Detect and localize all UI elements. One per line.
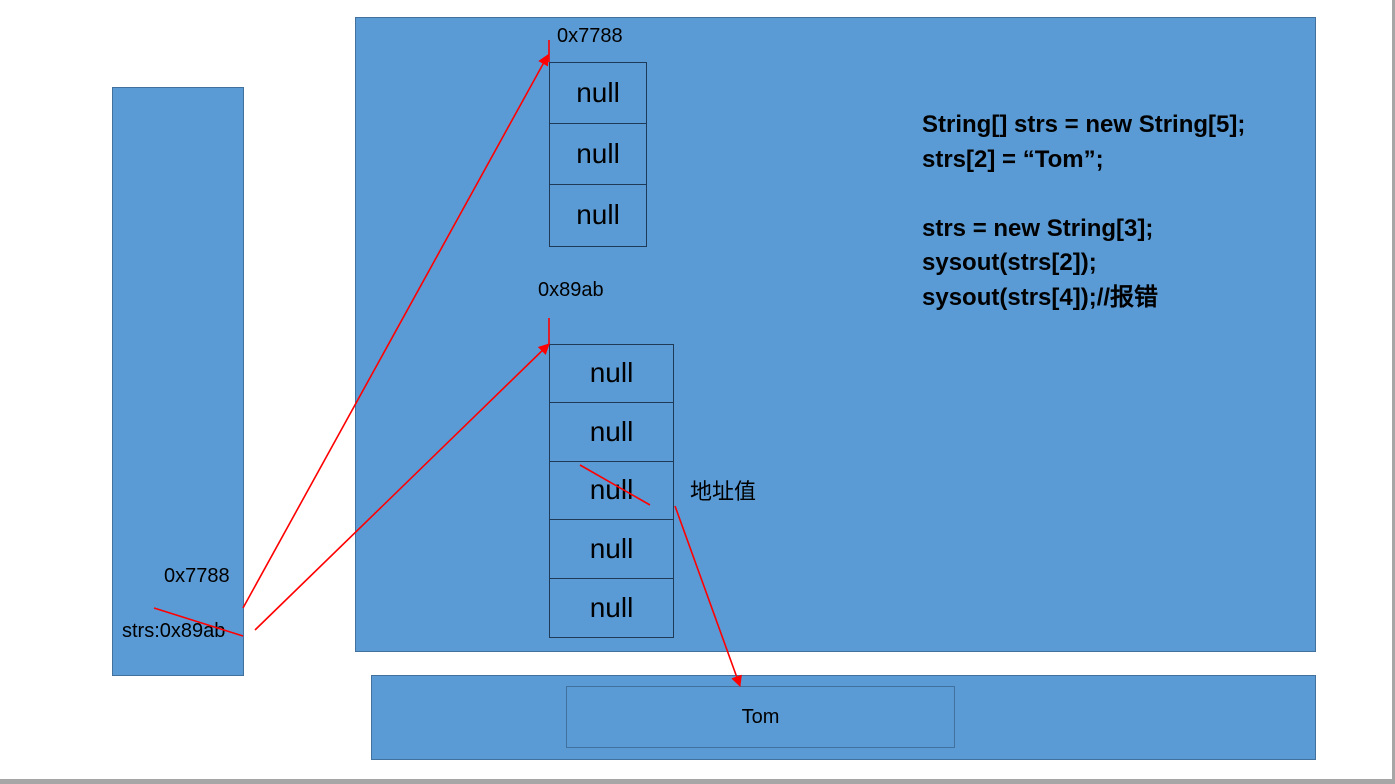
old-array: null null null bbox=[549, 62, 647, 247]
code-snippet: String[] strs = new String[5]; strs[2] =… bbox=[922, 108, 1245, 315]
old-array-cell: null bbox=[549, 185, 647, 247]
code-line: String[] strs = new String[5]; bbox=[922, 111, 1246, 138]
arrow-to-new-array bbox=[254, 343, 550, 631]
new-array: null null null null null bbox=[549, 344, 674, 638]
arrow-to-string-pool bbox=[674, 505, 742, 688]
old-array-cell: null bbox=[549, 62, 647, 124]
string-pool-value: Tom bbox=[741, 705, 780, 728]
cell-strikethrough bbox=[579, 464, 651, 506]
code-line: strs[2] = “Tom”; bbox=[922, 145, 1104, 173]
new-array-cell: null bbox=[549, 520, 674, 580]
new-array-cell: null bbox=[549, 579, 674, 638]
address-annotation: 地址值 bbox=[690, 480, 757, 505]
code-line: sysout(strs[4]);//报错 bbox=[922, 283, 1159, 311]
code-line: sysout(strs[2]); bbox=[922, 249, 1097, 276]
code-line: strs = new String[3]; bbox=[922, 214, 1154, 242]
new-array-address: 0x89ab bbox=[538, 279, 604, 301]
string-pool-entry: Tom bbox=[566, 686, 955, 748]
arrow-to-old-array bbox=[242, 54, 549, 609]
old-array-cell: null bbox=[549, 123, 647, 185]
frame-edge-right bbox=[1392, 0, 1395, 784]
stack-region bbox=[112, 87, 244, 676]
frame-edge-bottom bbox=[0, 779, 1395, 784]
new-array-cell: null bbox=[549, 402, 674, 462]
old-array-address: 0x7788 bbox=[557, 25, 623, 47]
heap-region bbox=[355, 17, 1316, 652]
new-array-cell: null bbox=[549, 344, 674, 403]
new-array-cell: null bbox=[549, 461, 674, 521]
stack-old-value: 0x7788 bbox=[164, 565, 230, 587]
stack-strikethrough bbox=[153, 607, 244, 637]
stack-variable: strs:0x89ab bbox=[122, 620, 226, 642]
